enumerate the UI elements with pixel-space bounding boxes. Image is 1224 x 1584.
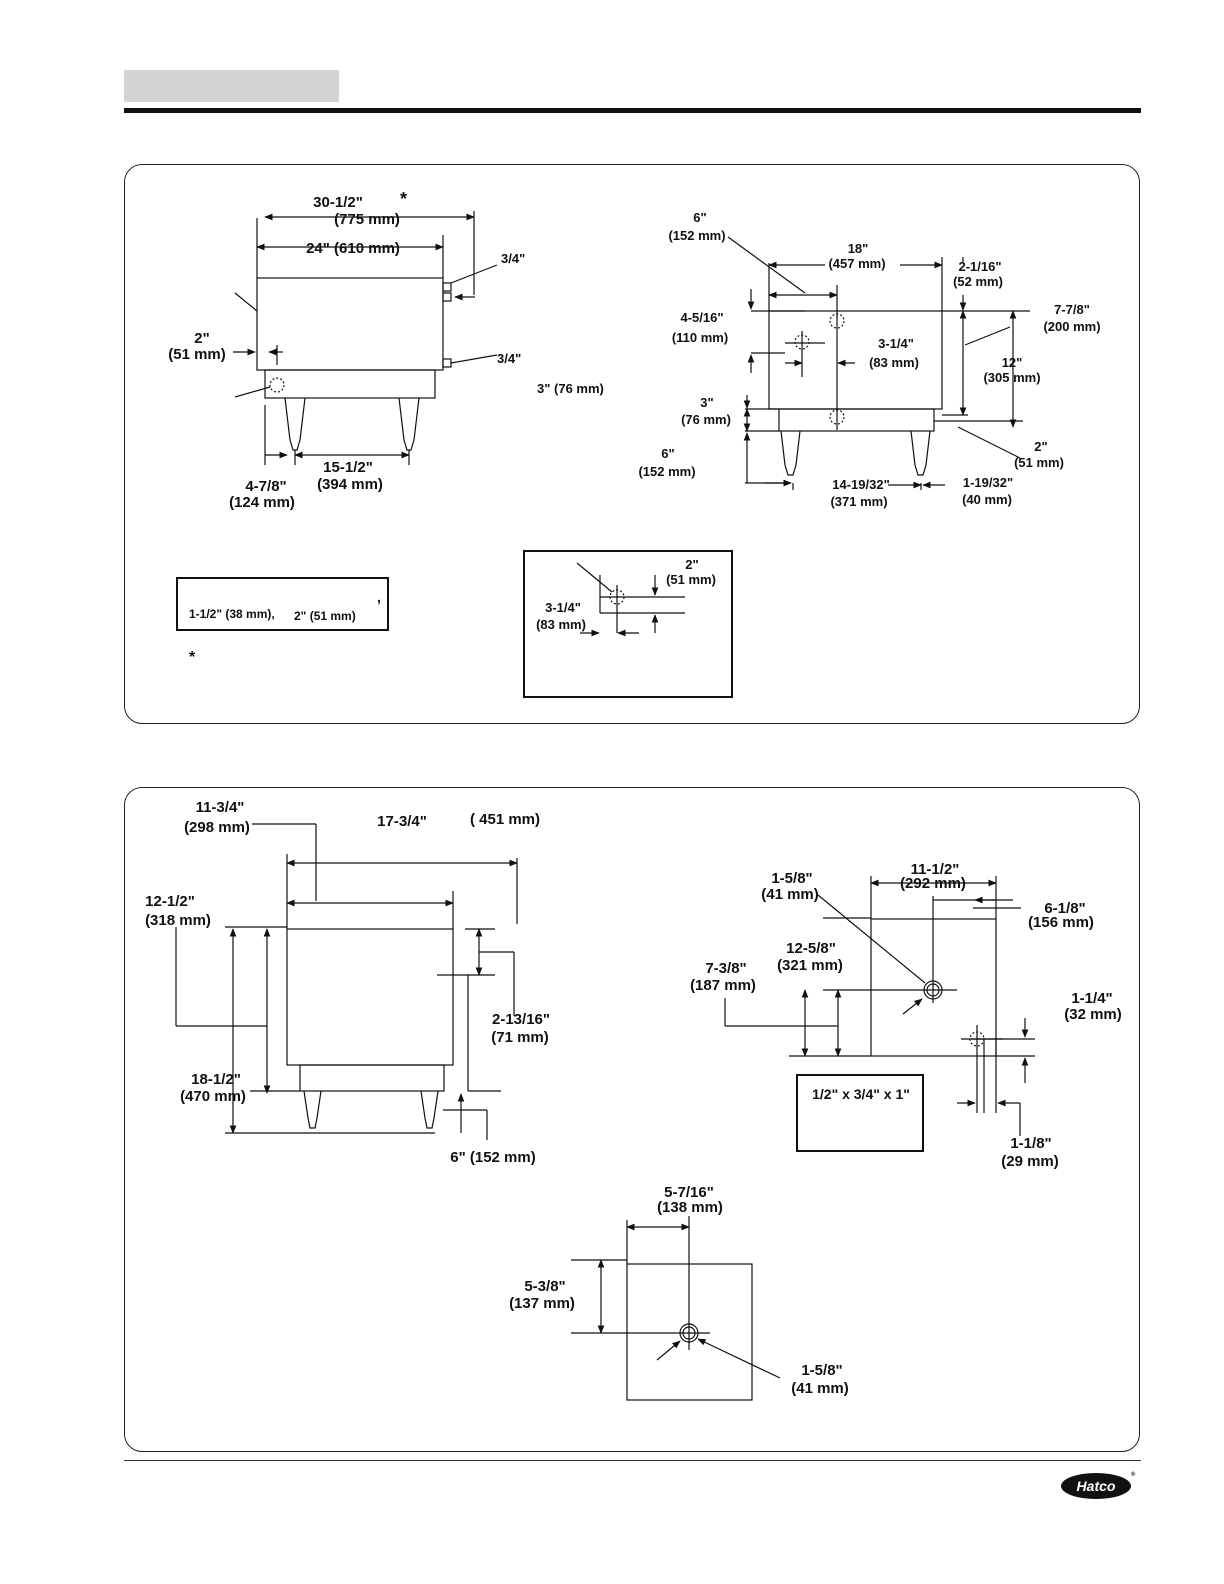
front-upper-height-mm: (110 mm) <box>672 330 728 345</box>
footnote-asterisk: * <box>189 649 196 666</box>
front-base-right: 2" <box>1034 439 1047 454</box>
p2-width: 17-3/4" <box>377 813 427 830</box>
side-left-offset: 2" <box>194 330 209 347</box>
side-view-base <box>264 369 436 399</box>
hatco-logo: Hatco ® <box>1061 1471 1136 1499</box>
top-hole-height-mm: (321 mm) <box>777 957 843 974</box>
detail-hole: 1-5/8" <box>801 1362 842 1379</box>
dimension-drawing-bottom: 11-3/4" (298 mm) 17-3/4" ( 451 mm) 12-1/… <box>145 799 1122 1401</box>
detail-offset-2-mm: (83 mm) <box>536 617 586 632</box>
note-box <box>176 577 389 631</box>
p2-offset-mm: (298 mm) <box>184 819 250 836</box>
note-comma: , <box>377 589 381 605</box>
logo-registered-mark: ® <box>1131 1471 1136 1478</box>
dimension-panel-bottom: 11-3/4" (298 mm) 17-3/4" ( 451 mm) 12-1/… <box>124 787 1140 1452</box>
front-width: 18" <box>848 241 869 256</box>
p2-total-height-mm: (470 mm) <box>180 1088 246 1105</box>
side-leg-spacing: 15-1/2" <box>323 459 373 476</box>
front-body-height-mm: (305 mm) <box>983 370 1040 385</box>
side-overall-width: 30-1/2" <box>313 194 363 211</box>
p2-side: 2-13/16" <box>492 1011 550 1028</box>
front-leg-height-mm: (152 mm) <box>638 464 695 479</box>
fitting-size: 1/2" x 3/4" x 1" <box>812 1086 910 1102</box>
side-overall-width-mark: * <box>400 189 407 209</box>
note-size-2: 2" (51 mm) <box>294 609 356 623</box>
detail-height-mm: (137 mm) <box>509 1295 575 1312</box>
panel2-front-base <box>299 1064 445 1092</box>
front-upper-height: 4-5/16" <box>680 310 723 325</box>
p2-upper: 12-1/2" <box>145 893 195 910</box>
logo-text: Hatco <box>1077 1478 1116 1494</box>
top-width: 11-1/2" <box>911 861 960 878</box>
front-top-offset-mm: (152 mm) <box>668 228 725 243</box>
p2-side-mm: (71 mm) <box>491 1029 549 1046</box>
side-leg-offset: 4-7/8" <box>245 478 286 495</box>
front-inlet-spacing: 3-1/4" <box>878 336 914 351</box>
front-view-base <box>778 408 935 432</box>
front-leg-offset-mm: (40 mm) <box>962 492 1012 507</box>
front-right-offset: 2-1/16" <box>958 259 1001 274</box>
p2-leg-height: 6" (152 mm) <box>450 1149 535 1166</box>
top-left: 7-3/8" <box>705 960 746 977</box>
front-leg-spacing: 14-19/32" <box>832 477 889 492</box>
detail-box <box>523 550 733 698</box>
front-right-offset-mm: (52 mm) <box>953 274 1003 289</box>
top-hole-dia: 1-5/8" <box>771 870 812 887</box>
top-small-right-mm: (29 mm) <box>1001 1153 1059 1170</box>
side-overall-width-mm: (775 mm) <box>334 211 400 228</box>
front-inlet-spacing-mm: (83 mm) <box>869 355 919 370</box>
side-left-offset-mm: (51 mm) <box>168 346 226 363</box>
top-left-mm: (187 mm) <box>690 977 756 994</box>
footer-rule <box>124 1460 1141 1461</box>
p2-total-height: 18-1/2" <box>191 1071 241 1088</box>
top-right-mm: (156 mm) <box>1028 914 1094 931</box>
detail-width: 5-7/16" <box>664 1184 714 1201</box>
front-base-height-mm: (76 mm) <box>681 412 731 427</box>
dimension-panel-top: 30-1/2" * (775 mm) 24" (610 mm) 3/4" 3/4… <box>124 164 1140 724</box>
note-size-1: 1-1/2" (38 mm), <box>189 607 275 621</box>
side-leg-offset-mm: (124 mm) <box>229 494 295 511</box>
p2-upper-mm: (318 mm) <box>145 912 211 929</box>
side-body-width: 24" (610 mm) <box>306 240 400 257</box>
panel2-front-body <box>286 928 454 1066</box>
floating-note: 3" (76 mm) <box>537 381 604 396</box>
front-width-mm: (457 mm) <box>828 256 885 271</box>
top-width-mm: (292 mm) <box>900 875 966 892</box>
top-right: 6-1/8" <box>1044 900 1085 917</box>
detail-offset-2: 3-1/4" <box>545 600 581 615</box>
front-top-offset: 6" <box>693 210 706 225</box>
side-leg-spacing-mm: (394 mm) <box>317 476 383 493</box>
p2-offset: 11-3/4" <box>196 799 245 816</box>
top-small-offset: 1-1/4" <box>1071 990 1112 1007</box>
top-hole-dia-mm: (41 mm) <box>761 886 819 903</box>
front-right-upper-mm: (200 mm) <box>1043 319 1100 334</box>
front-body-height: 12" <box>1002 355 1023 370</box>
header-rule <box>124 108 1141 113</box>
top-small-offset-mm: (32 mm) <box>1064 1006 1122 1023</box>
detail-offset-1-mm: (51 mm) <box>666 572 716 587</box>
p2-width-mm: ( 451 mm) <box>470 811 540 828</box>
front-leg-offset: 1-19/32" <box>963 475 1013 490</box>
side-view-body <box>256 277 444 371</box>
detail-hole-mm: (41 mm) <box>791 1380 849 1397</box>
side-fitting-top: 3/4" <box>501 251 525 266</box>
front-base-height: 3" <box>700 395 713 410</box>
front-leg-height: 6" <box>661 446 674 461</box>
detail-width-mm: (138 mm) <box>657 1199 723 1216</box>
dimension-drawing-top: 30-1/2" * (775 mm) 24" (610 mm) 3/4" 3/4… <box>168 189 1101 698</box>
top-hole-height: 12-5/8" <box>786 940 836 957</box>
front-right-upper: 7-7/8" <box>1054 302 1090 317</box>
front-base-right-mm: (51 mm) <box>1014 455 1064 470</box>
detail-height: 5-3/8" <box>524 1278 565 1295</box>
side-fitting-bottom: 3/4" <box>497 351 521 366</box>
section-header-tab <box>124 70 339 102</box>
fitting-box <box>796 1074 924 1152</box>
front-leg-spacing-mm: (371 mm) <box>830 494 887 509</box>
detail-offset-1: 2" <box>685 557 698 572</box>
top-small-right: 1-1/8" <box>1010 1135 1051 1152</box>
